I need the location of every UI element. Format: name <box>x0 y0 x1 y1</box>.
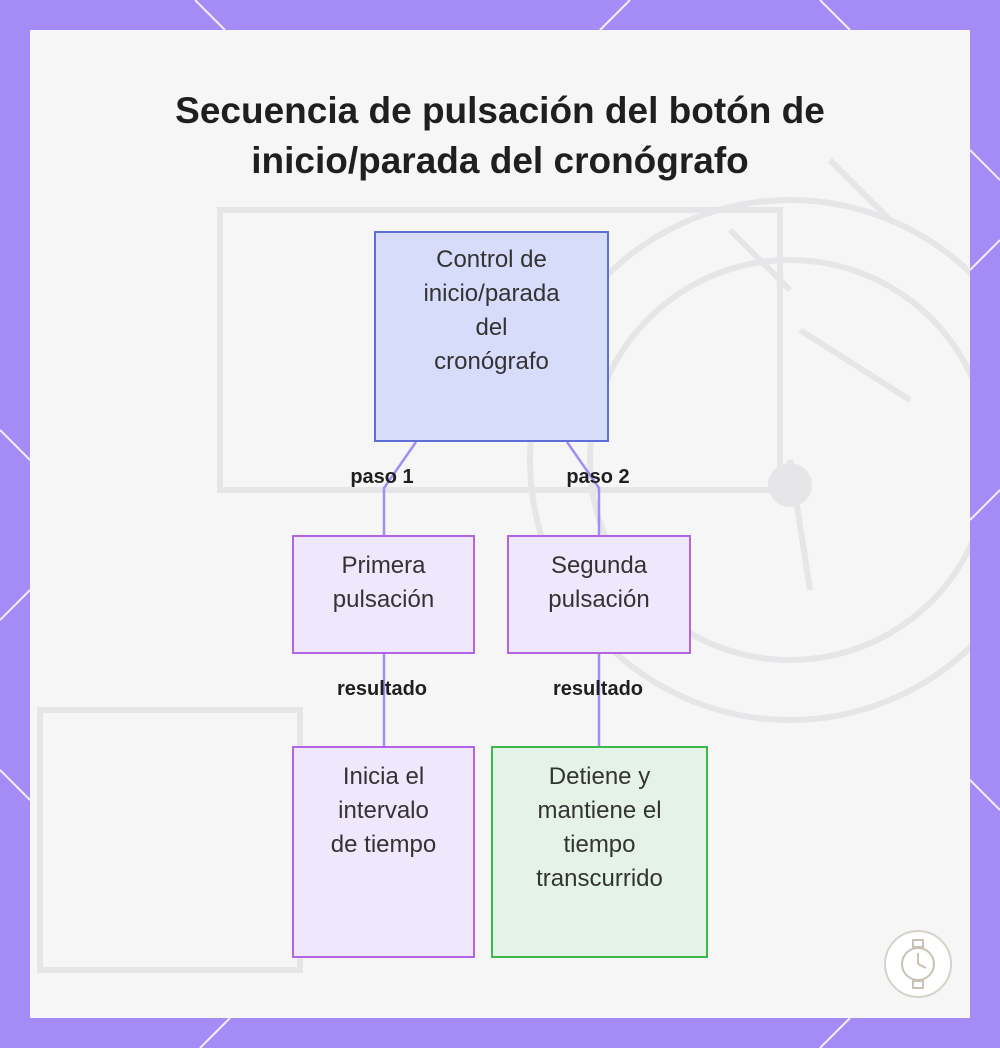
edge-step1 <box>382 441 418 535</box>
node-label-line: intervalo <box>338 797 429 824</box>
node-label-line: de tiempo <box>330 831 437 858</box>
node-label-line: transcurrido <box>536 865 663 892</box>
node-start-interval: Inicia el intervalo de tiempo <box>292 746 475 958</box>
node-label-line: Inicia el <box>342 763 425 790</box>
title-line-1: Secuencia de pulsación del botón de <box>175 90 825 131</box>
watch-logo-icon <box>884 930 952 998</box>
node-label-line: inicio/parada <box>423 280 560 307</box>
node-label-line: pulsación <box>332 586 435 613</box>
diagram-title: Secuencia de pulsación del botón de inic… <box>90 86 910 186</box>
node-label-line: cronógrafo <box>434 348 549 375</box>
edge-label-result2: resultado <box>552 678 644 700</box>
title-line-2: inicio/parada del cronógrafo <box>251 140 749 181</box>
node-label-line: mantiene el <box>537 797 662 824</box>
node-stop-hold-elapsed: Detiene y mantiene el tiempo transcurrid… <box>491 746 708 958</box>
node-label-line: Segunda <box>550 552 648 579</box>
node-label-line: Control de <box>436 246 547 273</box>
edge-label-step2: paso 2 <box>566 466 630 488</box>
edge-label-step1: paso 1 <box>350 466 414 488</box>
node-label-line: Primera <box>341 552 426 579</box>
node-label-line: Detiene y <box>548 763 651 790</box>
edge-step2 <box>565 441 601 535</box>
node-second-press: Segunda pulsación <box>507 535 691 654</box>
edge-label-result1: resultado <box>336 678 428 700</box>
diagram-card: Secuencia de pulsación del botón de inic… <box>30 30 970 1018</box>
node-control-start-stop: Control de inicio/parada del cronógrafo <box>374 231 609 442</box>
node-first-press: Primera pulsación <box>292 535 475 654</box>
node-label-line: tiempo <box>563 831 636 858</box>
node-label-line: del <box>475 314 508 341</box>
edges-layer <box>382 441 601 746</box>
node-label-line: pulsación <box>548 586 650 613</box>
